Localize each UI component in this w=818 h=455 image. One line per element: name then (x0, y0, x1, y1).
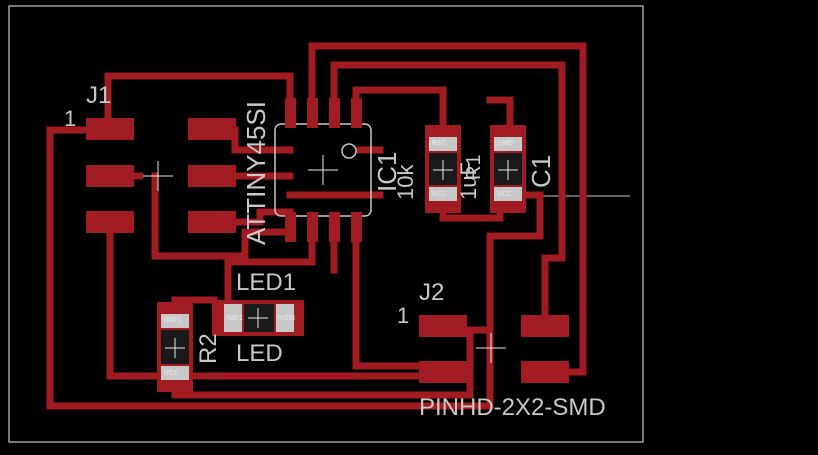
ic-pins (285, 98, 362, 242)
crosshairs (143, 155, 518, 363)
j2-part-label: PINHD-2X2-SMD (419, 394, 606, 421)
led-value-label: LED (236, 340, 283, 367)
c1-name-label: C1 (526, 154, 556, 188)
led-part-label: LED1 (236, 269, 297, 296)
board-outline (8, 5, 644, 443)
c1-pad-gnd: GND (497, 139, 514, 147)
r2-name-label: R2 (195, 333, 222, 364)
ic-part-label: ATTINY45SI (241, 100, 271, 245)
r2-pad-bot: VCC (164, 369, 179, 377)
r1-pad-vcc: VCC (432, 190, 447, 198)
j1-pads (86, 118, 236, 233)
r1-name-label: R1 (463, 154, 485, 180)
ic-pin1-marker (341, 143, 357, 159)
r2-pad-top: IND1 (164, 316, 182, 324)
j2-label: J2 (419, 279, 445, 306)
j1-pin1-label: 1 (64, 106, 77, 131)
j2-pads (419, 315, 569, 383)
r1-value-label: 10k (393, 164, 418, 200)
r1-pad-rst: RST (432, 139, 446, 147)
led-pad-left: IND1 (226, 314, 244, 322)
j1-label: J1 (86, 82, 112, 109)
c1-pad-vcc: VCC (497, 190, 512, 198)
ic-outline (274, 123, 372, 217)
j2-pin1-label: 1 (397, 303, 410, 328)
led-pad-right: MOSI (277, 314, 296, 322)
